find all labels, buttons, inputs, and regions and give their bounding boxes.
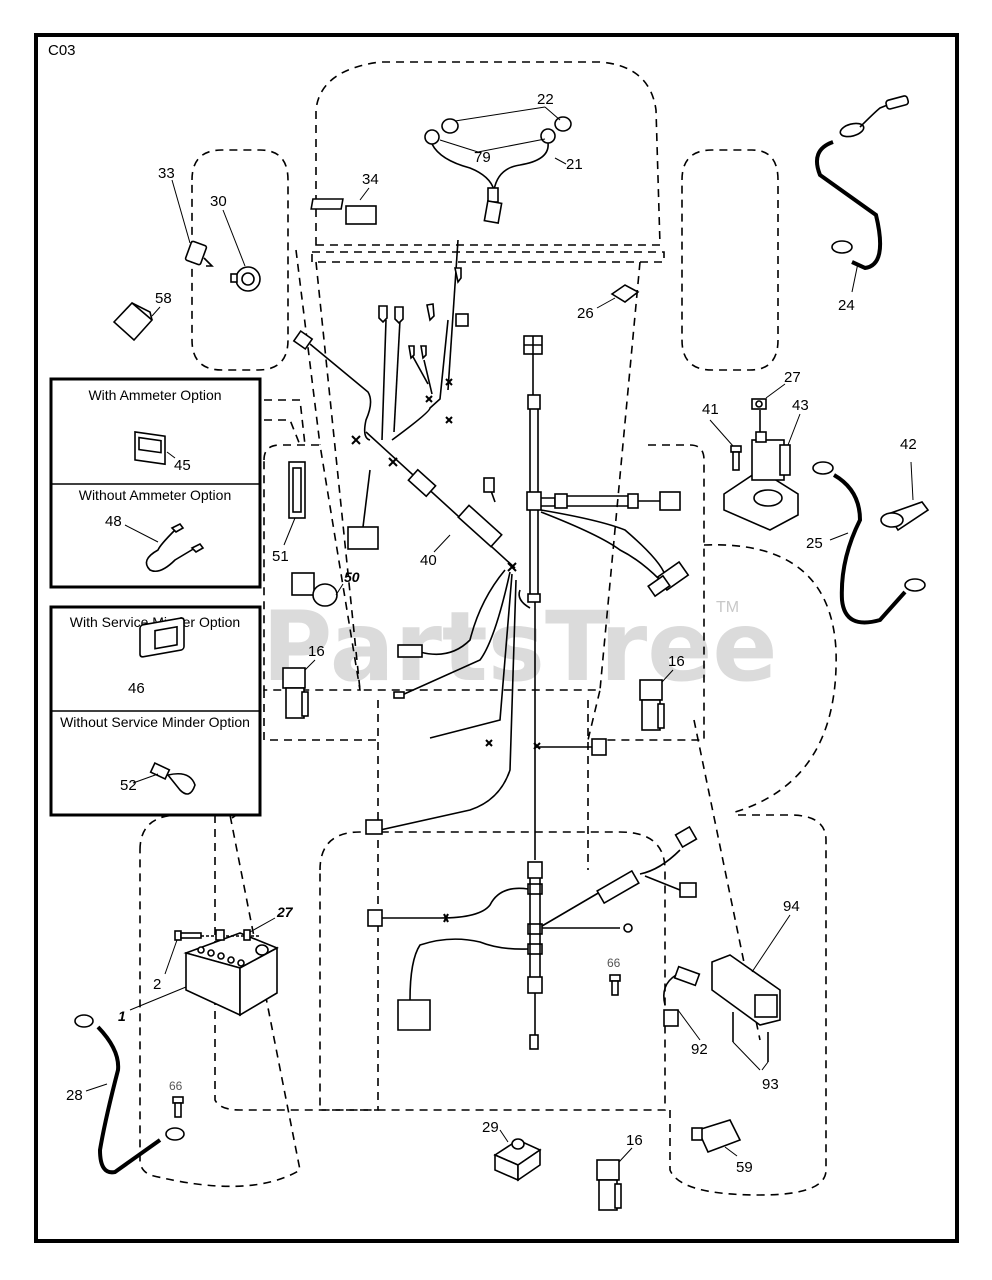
callout-1: 1 bbox=[118, 1008, 126, 1024]
callout-40: 40 bbox=[420, 552, 437, 569]
part-94-seat-switch[interactable] bbox=[711, 954, 781, 1026]
callout-48: 48 bbox=[105, 513, 122, 530]
callout-25: 25 bbox=[806, 535, 823, 552]
part-93-screws[interactable] bbox=[732, 1012, 769, 1062]
callout-79: 79 bbox=[474, 149, 491, 166]
part-66-screw-right[interactable] bbox=[609, 974, 621, 996]
part-41-bolt[interactable] bbox=[730, 445, 742, 471]
part-58-label[interactable] bbox=[112, 301, 154, 342]
callout-43: 43 bbox=[792, 397, 809, 414]
part-29-pto-switch[interactable] bbox=[493, 1138, 542, 1182]
part-2-battery-bolt[interactable] bbox=[174, 929, 260, 941]
dashed-outline-right-fender bbox=[681, 149, 779, 371]
callout-27-battery: 27 bbox=[276, 904, 294, 920]
callout-52: 52 bbox=[120, 777, 137, 794]
part-42-terminal-boot[interactable] bbox=[880, 501, 930, 532]
part-27-nut[interactable] bbox=[751, 398, 767, 410]
part-16-switch-right[interactable] bbox=[639, 679, 665, 731]
part-28-battery-cable[interactable] bbox=[74, 1014, 185, 1175]
callout-92: 92 bbox=[691, 1041, 708, 1058]
part-30-ignition-switch[interactable] bbox=[230, 266, 261, 292]
part-40-main-wire-harness[interactable] bbox=[292, 239, 690, 860]
headlight-harness[interactable] bbox=[424, 116, 572, 224]
part-45-ammeter[interactable] bbox=[134, 431, 166, 466]
page-code: C03 bbox=[48, 42, 76, 59]
ammeter-with-title: With Ammeter Option bbox=[88, 387, 221, 403]
part-16-switch-bottom[interactable] bbox=[596, 1159, 622, 1211]
part-50-light-switch[interactable] bbox=[291, 572, 338, 607]
part-26-fuse[interactable] bbox=[610, 284, 640, 303]
service-without-title: Without Service Minder Option bbox=[60, 714, 250, 730]
rear-wire-harness[interactable] bbox=[367, 825, 698, 1050]
callout-66-right: 66 bbox=[607, 956, 621, 970]
part-59-module[interactable] bbox=[691, 1119, 742, 1154]
part-52-jumper-plug[interactable] bbox=[149, 762, 196, 795]
callout-28: 28 bbox=[66, 1087, 83, 1104]
part-46-service-minder[interactable] bbox=[139, 617, 185, 658]
callout-45: 45 bbox=[174, 457, 191, 474]
ammeter-option-box: With Ammeter Option Without Ammeter Opti… bbox=[49, 377, 262, 589]
part-33-key[interactable] bbox=[184, 240, 214, 267]
callout-33: 33 bbox=[158, 165, 175, 182]
callout-94: 94 bbox=[783, 898, 800, 915]
callout-46: 46 bbox=[128, 680, 145, 697]
callout-59: 59 bbox=[736, 1159, 753, 1176]
watermark: PartsTree bbox=[262, 591, 777, 703]
watermark-tm: TM bbox=[716, 599, 739, 616]
dashed-outline-right-rear bbox=[669, 814, 827, 1196]
callout-16-left: 16 bbox=[308, 643, 325, 660]
part-34-switch[interactable] bbox=[310, 198, 377, 225]
part-24-ground-cable[interactable] bbox=[815, 95, 910, 271]
dashed-outline-left-rear bbox=[139, 814, 320, 1188]
callout-29: 29 bbox=[482, 1119, 499, 1136]
callout-26: 26 bbox=[577, 305, 594, 322]
callout-21: 21 bbox=[566, 156, 583, 173]
part-66-screw-left[interactable] bbox=[172, 1096, 184, 1118]
callout-34: 34 bbox=[362, 171, 379, 188]
callout-27-top: 27 bbox=[784, 369, 801, 386]
callout-51: 51 bbox=[272, 548, 289, 565]
callout-58: 58 bbox=[155, 290, 172, 307]
part-43-solenoid[interactable] bbox=[723, 410, 799, 531]
part-48-jumper-wire[interactable] bbox=[145, 522, 205, 573]
part-25-battery-cable[interactable] bbox=[812, 461, 926, 625]
callout-2: 2 bbox=[153, 976, 161, 993]
callout-16-bottom: 16 bbox=[626, 1132, 643, 1149]
callout-22: 22 bbox=[537, 91, 554, 108]
callout-50: 50 bbox=[344, 569, 360, 585]
callout-24: 24 bbox=[838, 297, 855, 314]
part-1-battery[interactable] bbox=[183, 932, 279, 1017]
callout-41: 41 bbox=[702, 401, 719, 418]
part-92-harness-adapter[interactable] bbox=[663, 965, 701, 1027]
dashed-outline-hood bbox=[311, 61, 665, 263]
dashed-outline-seat-area bbox=[319, 831, 666, 1111]
dashed-outline-left-fender bbox=[191, 149, 289, 371]
callout-16-right: 16 bbox=[668, 653, 685, 670]
part-16-switch-left[interactable] bbox=[282, 667, 309, 719]
part-51-gasket[interactable] bbox=[288, 461, 306, 519]
callout-30: 30 bbox=[210, 193, 227, 210]
callout-93: 93 bbox=[762, 1076, 779, 1093]
callout-66-left: 66 bbox=[169, 1079, 183, 1093]
callout-42: 42 bbox=[900, 436, 917, 453]
ammeter-without-title: Without Ammeter Option bbox=[79, 487, 232, 503]
